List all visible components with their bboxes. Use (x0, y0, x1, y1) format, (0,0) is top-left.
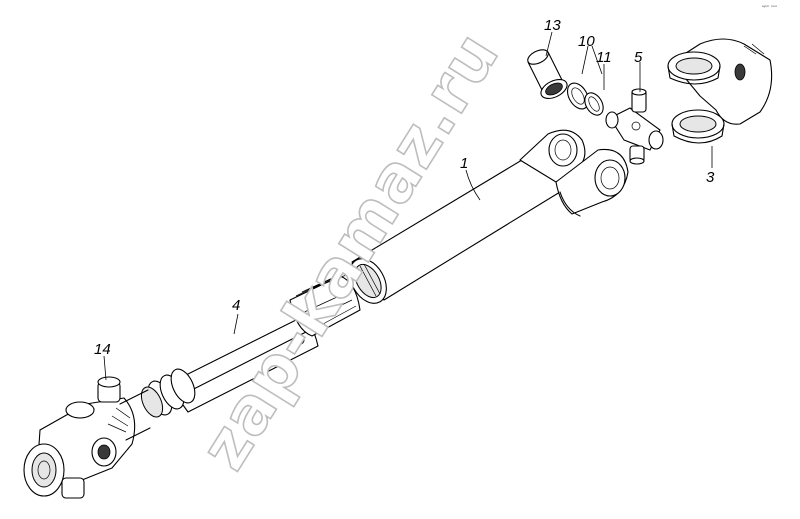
part-4-splined-shaft[interactable] (137, 269, 361, 420)
callout-11: 11 (596, 49, 612, 66)
callout-10: 10 (578, 33, 595, 50)
part-3-flange-yoke[interactable] (667, 38, 773, 144)
corner-mark: ᵉᵖᵐ ᵒᵒᵒ (762, 5, 777, 11)
watermark: zap-kamaz.ru (187, 20, 514, 482)
part-10-seal-ring[interactable] (563, 79, 593, 112)
part-14-universal-joint[interactable] (23, 376, 151, 499)
part-5-cross-spider[interactable] (605, 88, 664, 165)
callout-3: 3 (706, 169, 715, 186)
callout-13: 13 (544, 17, 561, 34)
callout-14: 14 (94, 341, 111, 358)
callout-4: 4 (232, 297, 240, 314)
callout-labels: 1 3 4 5 10 11 13 14 (94, 17, 715, 358)
callout-5: 5 (634, 49, 643, 66)
leader-lines (103, 31, 713, 381)
part-13-bearing-cup[interactable] (525, 47, 570, 103)
callout-1: 1 (460, 155, 468, 172)
part-11-snap-ring[interactable] (581, 90, 607, 119)
part-1-tube-shaft[interactable] (342, 129, 629, 310)
